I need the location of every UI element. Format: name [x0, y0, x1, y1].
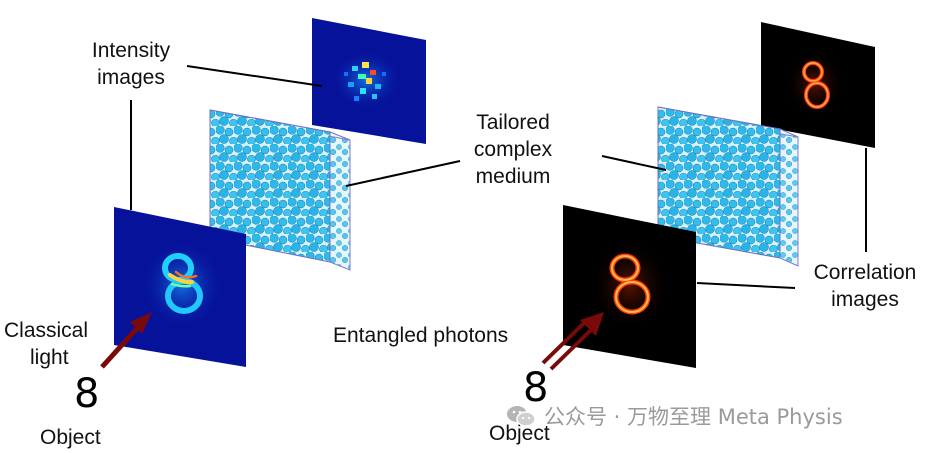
label-line: Intensity [91, 39, 171, 62]
object-digit-left: 8 [74, 371, 100, 417]
correlation-image-bottom [563, 205, 696, 368]
label-line: complex [473, 138, 553, 161]
digit-eight-red-large [609, 253, 651, 315]
entangled-photons-arrow [541, 312, 604, 371]
intensity-image-top [312, 18, 426, 144]
speckle-pattern [344, 62, 386, 101]
classical-light-arrow [100, 312, 152, 369]
digit-eight-red-small [802, 61, 830, 109]
intensity-image-bottom [114, 207, 246, 367]
watermark-text: 公众号 · 万物至理 Meta Physis [544, 405, 843, 429]
label-entangled-photons: Entangled photons [333, 324, 509, 347]
label-line: Tailored [476, 111, 550, 134]
label-line: Correlation [813, 261, 917, 284]
label-line: light [30, 346, 69, 369]
leader-lines-right [601, 148, 867, 289]
label-line: images [831, 288, 899, 311]
object-digit-right: 8 [523, 365, 549, 411]
label-object-left: Object [40, 426, 101, 449]
digit-eight-blurred-blue [162, 253, 203, 314]
tailored-medium-left [209, 109, 351, 271]
watermark: 公众号 · 万物至理 Meta Physis [506, 401, 843, 431]
label-tailored-medium: Tailored complex medium [458, 109, 568, 190]
label-object-right: Object [489, 422, 550, 445]
label-correlation-images: Correlation images [795, 259, 935, 313]
tailored-medium-right [657, 106, 799, 267]
label-intensity-images: Intensity images [66, 37, 196, 91]
label-classical-light: Classical light [4, 317, 88, 371]
label-line: Classical [4, 319, 89, 342]
wechat-icon [506, 404, 536, 428]
label-line: images [97, 66, 165, 89]
label-line: medium [475, 165, 551, 188]
leader-lines-left [130, 65, 461, 210]
correlation-image-top [761, 22, 875, 148]
